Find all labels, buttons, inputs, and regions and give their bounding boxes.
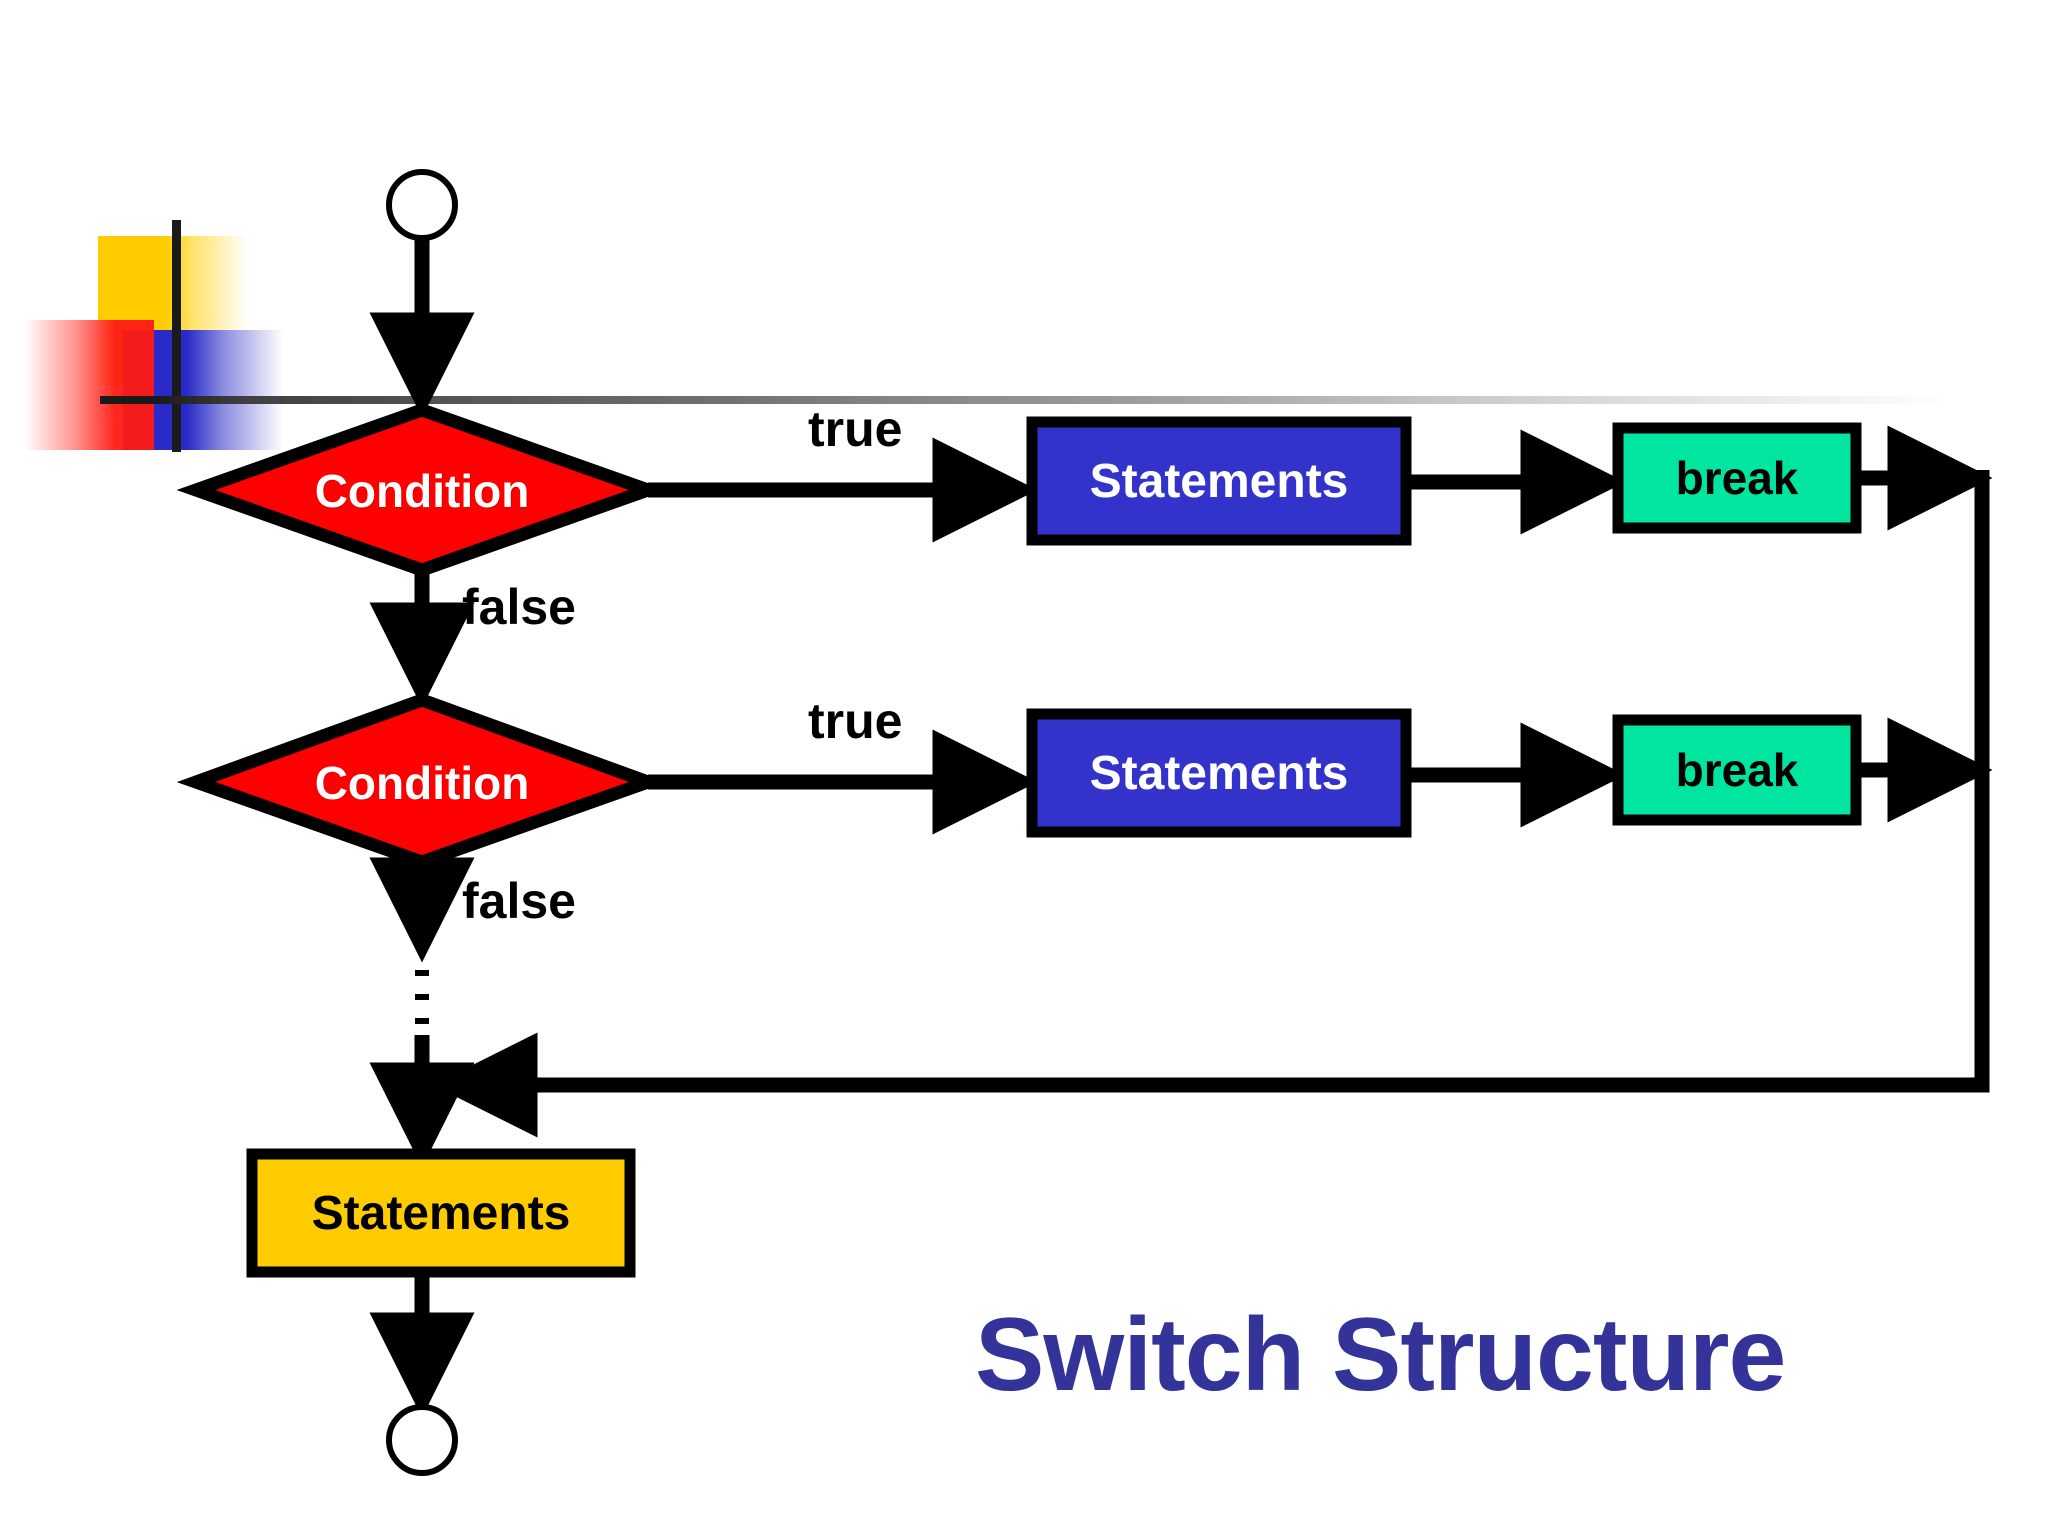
logo-vertical-bar (172, 220, 181, 452)
start-terminal-circle (386, 169, 458, 241)
horizontal-rule-divider (100, 396, 1950, 404)
logo-red-square (24, 320, 154, 450)
break2-rect (1612, 714, 1862, 826)
statements-final-rect (246, 1148, 636, 1278)
edge-label-false-1: false (462, 579, 576, 635)
edge-label-true-1: true (808, 401, 903, 457)
condition1-diamond (176, 403, 668, 577)
end-terminal-circle (386, 1404, 458, 1476)
condition2-diamond (176, 693, 668, 869)
edge-label-true-2: true (808, 693, 903, 749)
page-title: Switch Structure (975, 1297, 1786, 1413)
return-rail-path (432, 470, 1990, 1138)
statements1-rect (1026, 416, 1412, 546)
edge-label-false-2: false (462, 873, 576, 929)
statements2-rect (1026, 708, 1412, 838)
break1-rect (1612, 422, 1862, 534)
